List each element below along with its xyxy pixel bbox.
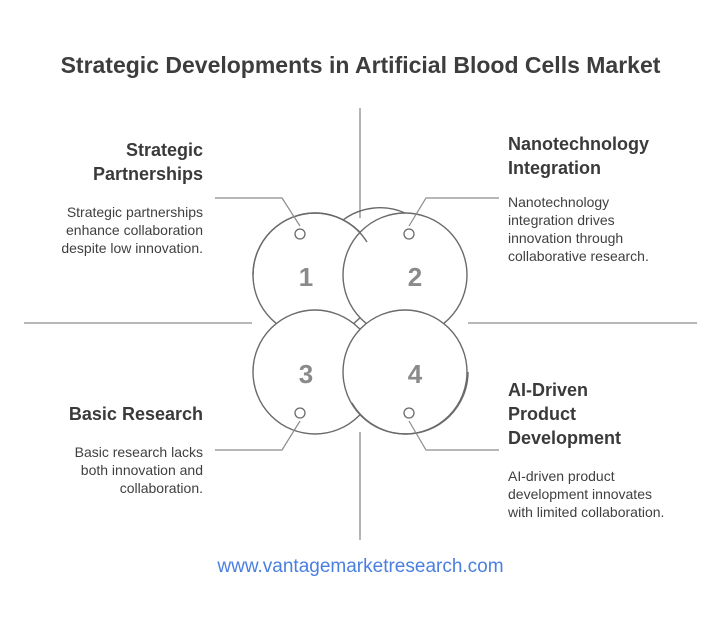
connector-dot-4	[403, 407, 415, 419]
desc-ai-driven-product-development: AI-driven product development innovates …	[508, 468, 665, 520]
connector-3	[215, 420, 301, 451]
desc-basic-research: Basic research lacks both innovation and…	[74, 444, 203, 496]
number-3: 3	[299, 359, 313, 389]
connector-2	[408, 197, 499, 227]
heading-strategic-partnerships: Strategic Partnerships	[92, 140, 203, 184]
connector-4	[408, 420, 499, 451]
heading-basic-research: Basic Research	[68, 404, 203, 424]
number-2: 2	[408, 262, 422, 292]
number-4: 4	[408, 359, 423, 389]
heading-ai-driven-product-development: AI-Driven Product Development	[508, 380, 622, 448]
connector-dot-3	[294, 407, 306, 419]
desc-strategic-partnerships: Strategic partnerships enhance collabora…	[61, 204, 203, 256]
page-title: Strategic Developments in Artificial Blo…	[60, 52, 661, 78]
connector-dot-1	[294, 228, 306, 240]
heading-nanotechnology-integration: Nanotechnology Integration	[508, 134, 650, 178]
connector-1	[215, 197, 301, 227]
connector-dot-2	[403, 228, 415, 240]
desc-nanotechnology-integration: Nanotechnology integration drives innova…	[508, 194, 649, 264]
footer-url[interactable]: www.vantagemarketresearch.com	[217, 556, 504, 577]
number-1: 1	[299, 262, 313, 292]
